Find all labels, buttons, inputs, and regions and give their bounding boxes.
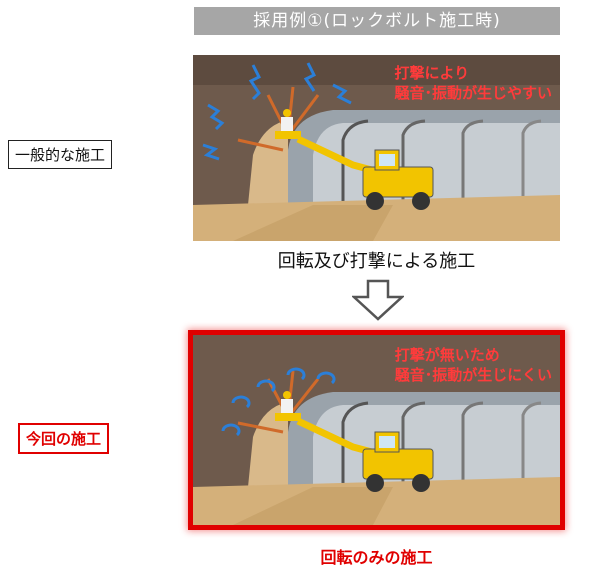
caption-rotary: 回転のみの施工 bbox=[320, 548, 433, 567]
label-general-construction: 一般的な施工 bbox=[8, 140, 113, 169]
down-arrow-icon bbox=[352, 279, 404, 321]
tunnel-illustration-percussive: 打撃により 騒音･振動が生じやすい bbox=[193, 55, 560, 241]
low-noise-note-line2: 騒音･振動が生じにくい bbox=[394, 366, 552, 384]
example-banner: 採用例①(ロックボルト施工時) bbox=[194, 7, 560, 35]
tunnel-scene-top bbox=[193, 55, 560, 241]
tunnel-illustration-rotary: 打撃が無いため 騒音･振動が生じにくい bbox=[193, 335, 560, 525]
noise-note: 打撃により 騒音･振動が生じやすい bbox=[394, 63, 552, 103]
caption-percussive: 回転及び打撃による施工 bbox=[277, 251, 476, 272]
noise-note-line2: 騒音･振動が生じやすい bbox=[394, 84, 552, 102]
tunnel-scene-bottom bbox=[193, 335, 560, 525]
low-noise-note: 打撃が無いため 騒音･振動が生じにくい bbox=[395, 345, 552, 385]
noise-note-line1: 打撃により bbox=[394, 64, 470, 82]
label-current-construction: 今回の施工 bbox=[18, 423, 110, 454]
low-noise-note-line1: 打撃が無いため bbox=[394, 346, 500, 364]
